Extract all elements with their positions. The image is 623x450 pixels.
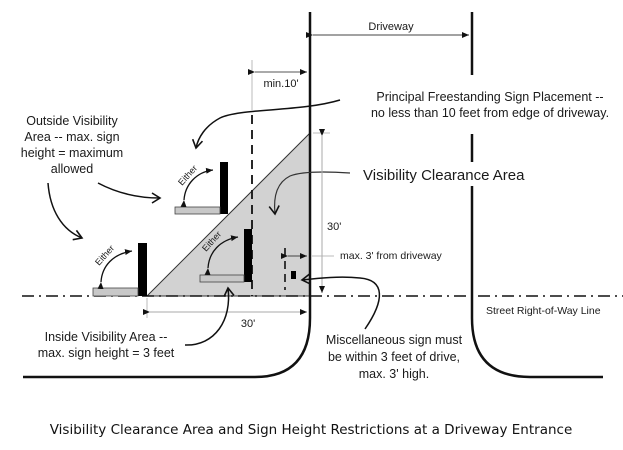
outside-sign-panel-lower — [92, 287, 139, 297]
outside-visibility-label-line3: height = maximum — [21, 146, 123, 160]
street-right-of-way-label: Street Right-of-Way Line — [486, 305, 601, 317]
outside-sign-post-lower — [138, 243, 147, 296]
inside-visibility-label-line2: max. sign height = 3 feet — [38, 346, 175, 360]
vertical-30-label: 30' — [327, 221, 341, 233]
outside-sign-post-upper — [220, 162, 228, 214]
outside-sign-panel-upper — [174, 206, 221, 215]
outside-visibility-label-line2: Area -- max. sign — [24, 130, 119, 144]
misc-sign-label-line1: Miscellaneous sign must — [326, 333, 463, 347]
outside-visibility-label-line1: Outside Visibility — [26, 114, 118, 128]
misc-callout-arrow — [300, 273, 381, 330]
driveway-label: Driveway — [368, 21, 414, 33]
principal-sign-label-line1: Principal Freestanding Sign Placement -- — [376, 90, 603, 104]
principal-callout-arrow — [191, 99, 341, 150]
outside-visibility-label-line4: allowed — [51, 162, 93, 176]
misc-sign — [291, 271, 296, 279]
driveway-left-edge — [23, 12, 312, 379]
visibility-callout-arrow — [268, 171, 351, 216]
either-arrow-lower — [97, 249, 133, 290]
principal-sign-label-line2: no less than 10 feet from edge of drivew… — [371, 106, 609, 120]
visibility-clearance-triangle — [145, 131, 311, 297]
inside-sign-post — [244, 229, 252, 282]
driveway-right-edge — [470, 12, 603, 379]
min-10-label: min.10' — [263, 78, 298, 90]
diagram-caption: Visibility Clearance Area and Sign Heigh… — [50, 422, 573, 438]
misc-sign-label-line2: be within 3 feet of drive, — [328, 350, 460, 364]
visibility-clearance-area-label: Visibility Clearance Area — [363, 167, 525, 184]
misc-sign-label-line3: max. 3' high. — [359, 367, 429, 381]
outside-callout-arrow-1 — [97, 182, 162, 204]
horizontal-30-label: 30' — [241, 318, 255, 330]
either-label-upper: Either — [176, 163, 199, 187]
either-arrow-inside — [204, 235, 239, 276]
outside-callout-arrow-2 — [47, 182, 84, 241]
max-3-from-driveway-label: max. 3' from driveway — [340, 250, 443, 262]
inside-visibility-label-line1: Inside Visibility Area -- — [45, 330, 168, 344]
either-label-lower: Either — [93, 243, 116, 267]
either-arrow-upper — [180, 167, 214, 208]
inside-sign-panel — [199, 274, 245, 283]
inside-callout-arrow — [184, 286, 235, 346]
